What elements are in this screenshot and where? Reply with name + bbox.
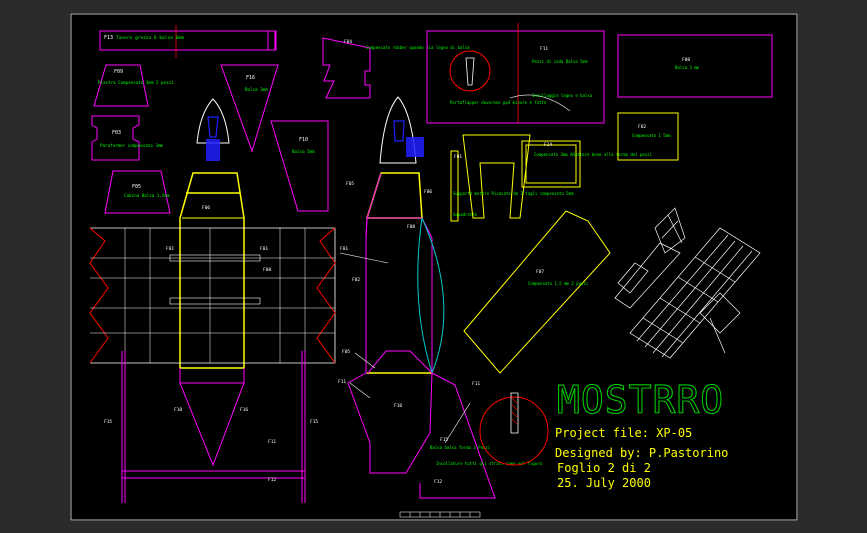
label-f16-bottom: F16 [240,407,248,413]
top-view-assembly: F06 F01 F01 F08 F10 F16 F15 F15 F11 F12 [89,98,336,503]
note-f05: Cabina Balsa 1,5mm [124,193,170,198]
label-f01-support: F01 [454,154,462,160]
label-f05-side-b: F05 [342,349,350,355]
note-bottom-b: Incollature tutti gli strati come nel fi… [436,461,543,466]
project-title: MOSTRRO [557,378,724,422]
drawing-date: 25. July 2000 [557,476,651,490]
label-f15-left: F15 [104,419,112,425]
label-f06-side: F06 [424,189,432,195]
label-f10: F10 [299,137,308,143]
note-f01: Supporto motore Ricavato da 3 tagli comp… [453,191,574,196]
part-f08: F08 Balsa 3 mm [617,34,773,98]
note-f09: Piastra Compensato 3mm 2 pezzi [98,80,174,85]
sheet-border [70,13,798,521]
note-f02: Compensato 1 5mm [632,133,671,138]
label-f15-right: F15 [310,419,318,425]
part-f11: F11 Pezzi di coda Balsa 5mm Portaflapper… [426,23,605,124]
label-f11-side: F11 [338,379,346,385]
label-f08-top: F08 [263,267,271,273]
label-f09: F09 [114,69,123,75]
part-f03: F03 Paraformer compensato 3mm [91,115,164,161]
project-file: Project file: XP-05 [555,426,692,440]
label-f02: F02 [638,124,646,130]
bottom-ruler [399,511,481,518]
note-f14: Compensato 3mm Adattare bene alla forma … [534,152,653,157]
label-f01-top-b: F01 [260,246,268,252]
label-f05: F05 [132,184,141,190]
label-f02-side: F02 [352,277,360,283]
label-f12-side: F12 [434,479,442,485]
label-f16: F16 [246,75,255,81]
detail-circle [479,392,549,466]
label-f11-left: F11 [268,439,276,445]
label-f12-left: F12 [268,477,276,483]
note-f11-c: Incollaggio legno e balsa [532,93,593,98]
label-f10-side: F10 [394,403,402,409]
part-f16: F16 Balsa 3mm [220,64,279,153]
label-f01-side: F01 [340,246,348,252]
part-f01-support: F01 Supporto motore Ricavato da 3 tagli … [450,134,574,222]
label-f07: F07 [536,269,544,275]
note-f16: Balsa 3mm [245,87,268,92]
note-f08: Balsa 3 mm [675,65,700,70]
label-f14: F14 [544,142,552,148]
title-block: MOSTRRO Project file: XP-05 Designed by:… [555,377,728,490]
label-f10-bottom: F10 [174,407,182,413]
part-f02: F02 Compensato 1 5mm [617,112,679,161]
isometric-model [614,207,761,359]
part-f04: F04 Compensato rubber quando sia legno d… [322,37,470,99]
part-f09: F09 Piastra Compensato 3mm 2 pezzi [93,64,174,107]
designed-by: Designed by: P.Pastorino [555,446,728,460]
note-f11-b: Portaflapper doverano pp4 misure e fatte [450,100,547,105]
side-view-assembly: F05 F06 F08 F01 F02 F05 F11 F10 F11 F15 … [338,96,543,499]
part-f05: F05 Cabina Balsa 1,5mm [104,170,171,214]
note-f03: Paraformer compensato 3mm [100,143,164,148]
note-f15: Squadrette [453,212,478,217]
label-f01-top: F01 [166,246,174,252]
note-f13: Tavoro grezzo 6 balsa 6mm [116,35,184,41]
label-f04: F04 [344,39,352,45]
cad-drawing: F13 Tavoro grezzo 6 balsa 6mm F09 Piastr… [70,13,798,521]
part-f13: F13 Tavoro grezzo 6 balsa 6mm [99,25,277,58]
label-f06-top: F06 [202,205,210,211]
label-f08-side: F08 [407,224,415,230]
label-f15-side: F15 [440,437,448,443]
note-f04: Compensato rubber quando sia legno di ba… [366,45,470,50]
part-f07: F07 Compensato 1,5 mm 2 pezzi [463,210,611,374]
label-f11-side-b: F11 [472,381,480,387]
part-f10: F10 Balsa 5mm [270,120,329,212]
label-f11: F11 [540,46,548,52]
part-f14: F14 Compensato 3mm Adattare bene alla fo… [521,140,653,188]
note-f07: Compensato 1,5 mm 2 pezzi [528,281,589,286]
note-f11-a: Pezzi di coda Balsa 5mm [532,59,588,64]
label-f05-side: F05 [346,181,354,187]
note-bottom-a: Balsa balsa forma 3 Pezzi [430,445,491,450]
label-f08: F08 [682,57,690,63]
label-f03: F03 [112,130,121,136]
sheet-number: Foglio 2 di 2 [557,461,651,475]
note-f10: Balsa 5mm [292,149,315,154]
label-f13: F13 [104,35,113,41]
drawing-sheet: F13 Tavoro grezzo 6 balsa 6mm F09 Piastr… [70,13,798,521]
